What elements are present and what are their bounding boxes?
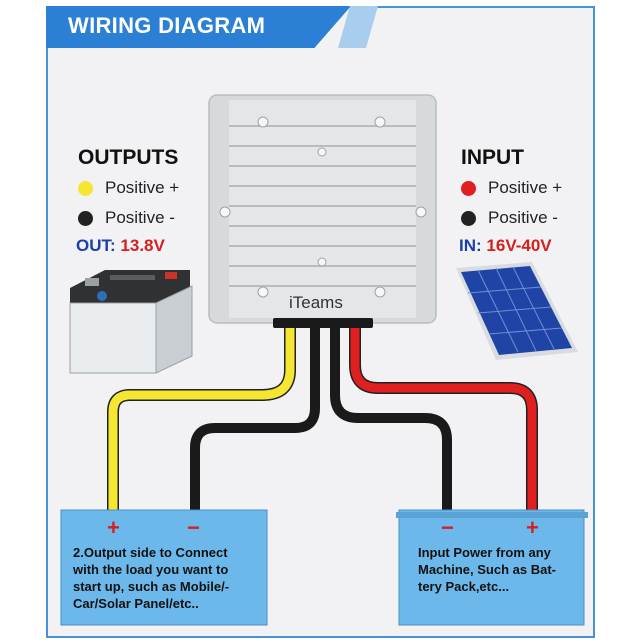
solar-panel-illustration <box>456 262 578 360</box>
black-dot-icon <box>461 210 476 226</box>
input-voltage-value: 16V-40V <box>486 236 552 255</box>
input-positive-minus-label: Positive - <box>488 208 558 227</box>
output-box <box>60 509 268 626</box>
input-positive-plus-row: Positive + <box>461 178 562 198</box>
input-heading: INPUT <box>461 146 524 169</box>
black-input-negative-wire <box>330 320 452 520</box>
output-box-text: 2.Output side to Connect with the load y… <box>73 544 229 612</box>
outputs-positive-plus-row: Positive + <box>78 178 179 198</box>
output-box-line: start up, such as Mobile/- <box>73 579 230 594</box>
input-minus-sign: − <box>441 515 454 540</box>
input-box-text: Input Power from any Machine, Such as Ba… <box>418 544 556 595</box>
input-box-line: Machine, Such as Bat- <box>418 562 556 577</box>
terminal-boxes <box>60 509 588 626</box>
wire-grommet <box>273 318 373 328</box>
heatsink-fins <box>229 125 416 287</box>
outputs-heading: OUTPUTS <box>78 146 179 169</box>
input-voltage-key: IN: <box>459 236 482 255</box>
wires <box>107 319 538 521</box>
output-voltage-key: OUT: <box>76 236 116 255</box>
input-box-line: tery Pack,etc... <box>418 579 510 594</box>
banner-title: WIRING DIAGRAM <box>68 13 266 38</box>
input-voltage: IN: 16V-40V <box>459 236 552 256</box>
outputs-positive-minus-row: Positive - <box>78 208 175 228</box>
outputs-positive-minus-label: Positive - <box>105 208 175 227</box>
input-box-line: Input Power from any <box>418 545 551 560</box>
yellow-dot-icon <box>78 180 93 196</box>
input-positive-plus-label: Positive + <box>488 178 563 197</box>
input-plus-sign: + <box>526 515 539 540</box>
input-box <box>398 509 585 626</box>
output-plus-sign: + <box>107 515 120 540</box>
black-output-negative-wire <box>190 320 320 520</box>
black-dot-icon <box>78 210 93 226</box>
title-banner <box>46 6 351 48</box>
output-voltage-value: 13.8V <box>120 236 165 255</box>
output-voltage: OUT: 13.8V <box>76 236 165 256</box>
output-box-line: 2.Output side to Connect <box>73 545 228 560</box>
outputs-positive-plus-label: Positive + <box>105 178 180 197</box>
output-box-line: Car/Solar Panel/etc.. <box>73 596 199 611</box>
mounting-holes <box>219 116 427 298</box>
converter-brand: iTeams <box>289 293 343 312</box>
converter-module <box>208 94 437 328</box>
red-dot-icon <box>461 180 476 196</box>
battery-illustration <box>69 270 193 374</box>
input-positive-minus-row: Positive - <box>461 208 558 228</box>
output-box-line: with the load you want to <box>73 562 229 577</box>
output-minus-sign: − <box>187 515 200 540</box>
